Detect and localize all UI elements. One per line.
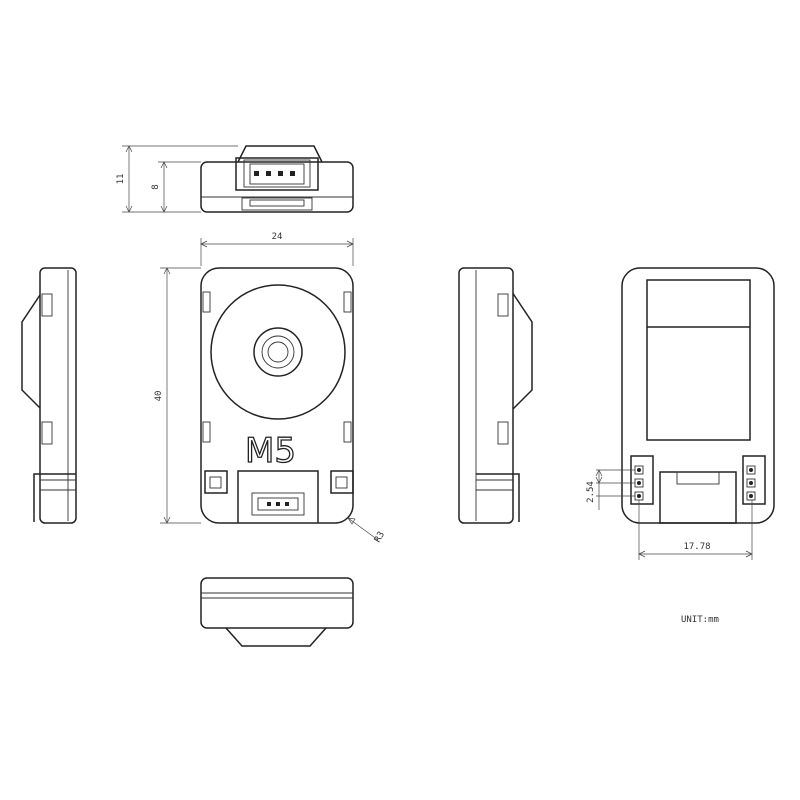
dimension-corner-radius: R3 <box>347 517 387 545</box>
top-profile-view <box>200 145 354 213</box>
dimension-pin-pitch: 2.54 <box>586 469 635 510</box>
m5-logo: M5 <box>245 431 296 471</box>
left-side-view <box>21 267 77 524</box>
dimension-label: 8 <box>151 184 161 189</box>
dimension-label: 11 <box>116 174 126 185</box>
front-view: M5 <box>200 267 354 524</box>
dimension-length: 40 <box>154 267 201 524</box>
dimension-label: 17.78 <box>683 542 710 552</box>
back-view <box>621 267 775 524</box>
dimension-pin-span: 17.78 <box>638 500 753 560</box>
right-side-view <box>458 267 533 524</box>
dimension-label: 24 <box>272 232 283 242</box>
dimension-height-total: 11 <box>116 145 238 213</box>
dimension-label: R3 <box>373 530 387 544</box>
bottom-profile-view <box>200 577 354 647</box>
unit-label: UNIT:mm <box>681 615 719 625</box>
dimension-label: 40 <box>154 391 164 402</box>
dimension-label: 2.54 <box>586 481 596 503</box>
dimension-width: 24 <box>200 232 354 266</box>
dimension-height-body: 8 <box>151 161 201 213</box>
